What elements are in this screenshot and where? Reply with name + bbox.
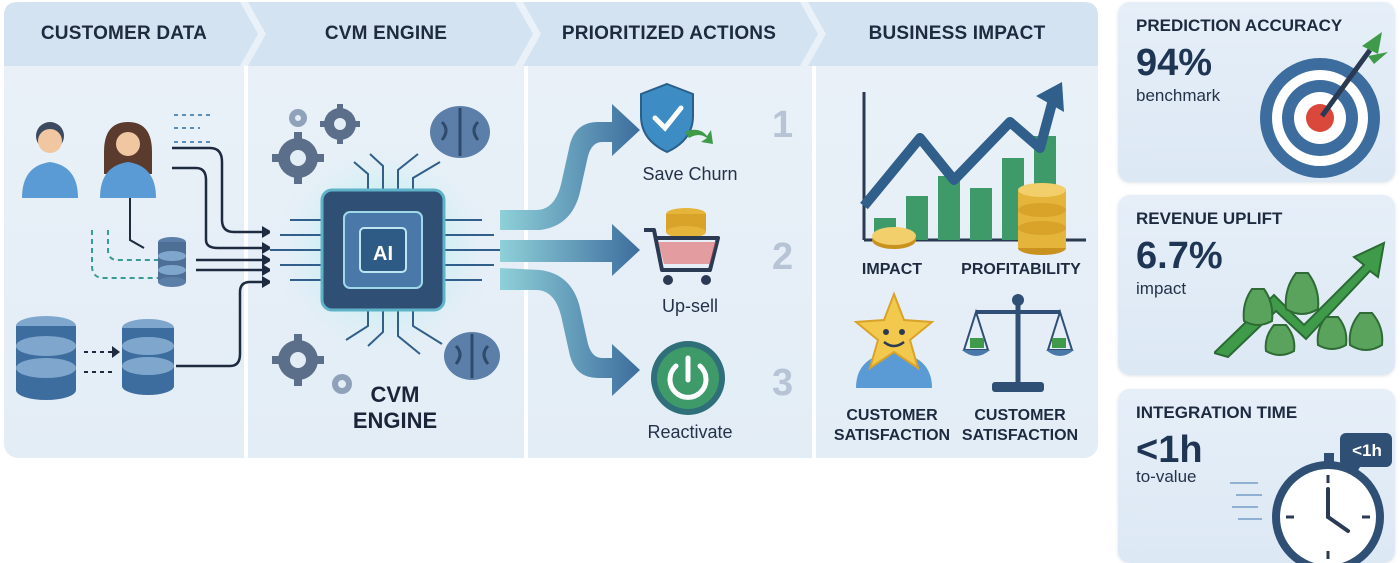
section-title-customer-data: CUSTOMER DATA (40, 23, 208, 44)
section-business-impact: BUSINESS IMPACT (816, 2, 1098, 458)
metric-value: 94% (1136, 42, 1213, 84)
gear-icon (289, 109, 307, 127)
action-rank-3: 3 (772, 362, 794, 404)
divider-1 (244, 66, 248, 458)
section-prioritized-actions: PRIORITIZED ACTIONS (528, 2, 810, 458)
section-title-cvm-engine: CVM ENGINE (324, 23, 448, 44)
metric-title: REVENUE UPLIFT (1136, 209, 1283, 228)
metric-card-prediction-accuracy: PREDICTION ACCURACY 94% benchmark (1118, 2, 1395, 182)
satisfaction-label-a-line2: SATISFACTION (833, 427, 951, 444)
brain-icon (430, 106, 490, 158)
profitability-label: PROFITABILITY (961, 261, 1081, 278)
metric-sub: impact (1136, 279, 1187, 298)
metric-card-revenue-uplift: REVENUE UPLIFT 6.7% impact (1118, 195, 1395, 375)
time-badge: <1h (1352, 441, 1382, 460)
coin-icon (872, 227, 916, 249)
engine-label-line1: CVM (370, 382, 420, 407)
money-growth-icon (1214, 241, 1386, 359)
coin-stack-icon (1018, 183, 1066, 255)
impact-label: IMPACT (861, 261, 923, 278)
action-rank-2: 2 (772, 236, 794, 278)
satisfaction-label-b-line2: SATISFACTION (961, 427, 1079, 444)
brain-icon (444, 332, 500, 380)
section-customer-data: CUSTOMER DATA (4, 2, 244, 458)
connector-lines (172, 146, 262, 368)
balance-scale-icon (962, 294, 1074, 392)
flow-arrows (500, 104, 640, 396)
action-label-save-churn: Save Churn (642, 164, 738, 184)
satisfaction-label-a: CUSTOMER SATISFACTION (832, 406, 952, 446)
metric-value: <1h (1136, 429, 1203, 471)
metric-sub: to-value (1136, 467, 1197, 486)
database-icon (122, 319, 174, 395)
engine-label: CVM ENGINE (340, 382, 450, 434)
target-icon (1260, 32, 1388, 178)
stopwatch-icon (1230, 433, 1392, 563)
satisfaction-label-b-line1: CUSTOMER (974, 407, 1066, 424)
database-icon (16, 316, 76, 400)
satisfaction-label-a-line1: CUSTOMER (846, 407, 938, 424)
ai-chip-illustration (270, 104, 506, 394)
section-title-prioritized-actions: PRIORITIZED ACTIONS (561, 23, 777, 44)
divider-3 (812, 66, 816, 458)
gear-icon (332, 374, 352, 394)
section-title-business-impact: BUSINESS IMPACT (868, 23, 1046, 44)
satisfaction-label-b: CUSTOMER SATISFACTION (958, 406, 1082, 446)
customer-data-illustration (16, 114, 270, 400)
metric-title: INTEGRATION TIME (1136, 403, 1298, 422)
gear-icon (272, 334, 324, 386)
star-smile-icon (853, 291, 935, 388)
shield-check-icon (640, 82, 713, 154)
metric-title: PREDICTION ACCURACY (1136, 16, 1343, 35)
growth-chart-icon (860, 82, 1086, 255)
action-label-up-sell: Up-sell (661, 296, 718, 316)
action-rank-1: 1 (772, 104, 794, 146)
gear-icon (320, 104, 360, 144)
gear-icon (272, 132, 324, 184)
metric-card-integration-time: INTEGRATION TIME <1h to-value <1h (1118, 389, 1395, 563)
chip-label: AI (373, 243, 393, 265)
shopping-cart-icon (644, 208, 720, 285)
section-cvm-engine: CVM ENGINE (250, 2, 522, 458)
metric-value: 6.7% (1136, 235, 1223, 277)
person-icon (22, 122, 78, 198)
header-strip (4, 2, 1098, 66)
person-icon (100, 122, 156, 198)
data-stream-lines (174, 114, 212, 143)
power-icon (651, 341, 725, 415)
database-icon (129, 198, 186, 287)
metric-sub: benchmark (1136, 86, 1221, 105)
action-label-reactivate: Reactivate (647, 422, 733, 442)
engine-label-line2: ENGINE (352, 408, 438, 433)
